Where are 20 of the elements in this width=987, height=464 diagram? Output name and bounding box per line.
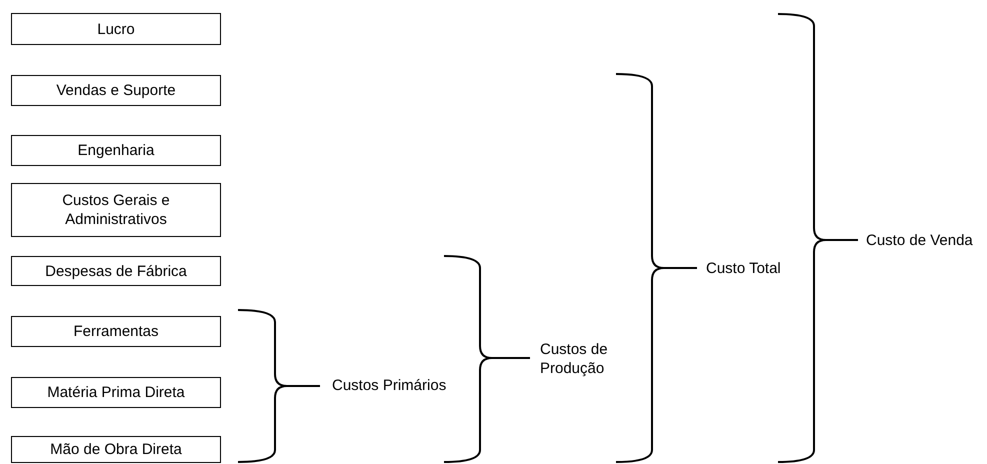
box-label: Engenharia — [78, 141, 154, 160]
box-label: Vendas e Suporte — [56, 81, 176, 100]
box-label: Ferramentas — [73, 322, 159, 341]
group-label: Custo de Venda — [866, 231, 973, 250]
cost-box — [11, 436, 221, 463]
cost-box — [11, 13, 221, 45]
box-label: Lucro — [97, 20, 135, 38]
box-label: Despesas de Fábrica — [45, 262, 187, 280]
cost-box — [11, 183, 221, 237]
cost-box — [11, 135, 221, 166]
cost-box — [11, 377, 221, 408]
group-label: Custos de Produção — [540, 340, 609, 378]
box-label: Matéria Prima Direta — [47, 383, 185, 402]
cost-box — [11, 256, 221, 286]
group-label: Custos Primários — [332, 376, 446, 395]
cost-box — [11, 316, 221, 347]
box-label: Mão de Obra Direta — [50, 440, 182, 459]
cost-box — [11, 75, 221, 106]
group-label: Custo Total — [706, 259, 781, 278]
box-label: Custos Gerais e Administrativos — [61, 191, 171, 229]
